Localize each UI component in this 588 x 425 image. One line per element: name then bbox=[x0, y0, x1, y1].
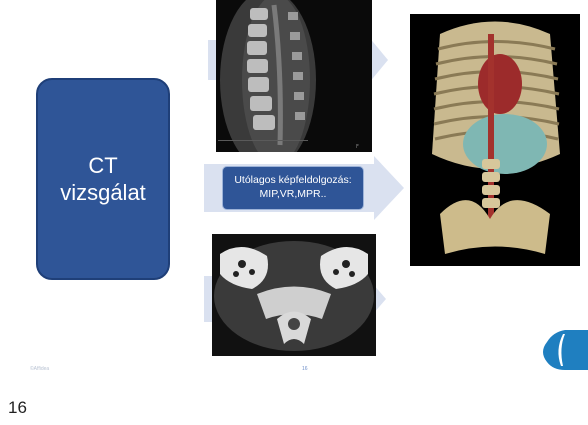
footer-slide-number: 16 bbox=[302, 366, 308, 372]
footer-copyright: ©Affidea bbox=[30, 366, 49, 372]
ct-exam-box: CT vizsgálat bbox=[36, 78, 170, 280]
coronal-temporal-bone-ct-image bbox=[212, 234, 376, 356]
post-processing-box: Utólagos képfeldolgozás: MIP,VR,MPR.. bbox=[222, 166, 364, 210]
brand-logo-icon bbox=[539, 330, 588, 370]
slide: CT vizsgálat bbox=[0, 0, 588, 376]
volume-rendered-thorax-image bbox=[410, 14, 580, 266]
sagittal-spine-ct-image: F bbox=[216, 0, 372, 152]
page-number: 16 bbox=[8, 398, 27, 418]
svg-text:F: F bbox=[356, 144, 359, 150]
